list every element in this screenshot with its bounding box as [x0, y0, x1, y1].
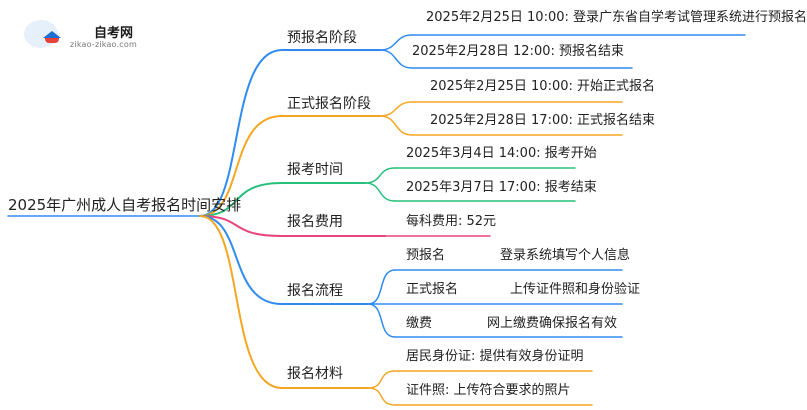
leaf-connector — [364, 167, 396, 184]
branch-label-pre-registration: 预报名阶段 — [287, 30, 357, 46]
branch-label-formal-registration: 正式报名阶段 — [287, 96, 371, 112]
branch-connector — [199, 215, 283, 237]
branch-label-fee: 报名费用 — [287, 214, 343, 230]
leaf-connector — [364, 182, 396, 202]
root-topic: 2025年广州成人自考报名时间安排 — [8, 196, 242, 214]
graduation-cap-icon — [24, 20, 61, 48]
leaf-connector — [367, 387, 396, 406]
leaf-material-photo: 证件照: 上传符合要求的照片 — [406, 383, 571, 398]
leaf-formal-registration-end: 2025年2月28日 17:00: 正式报名结束 — [430, 113, 656, 128]
mindmap-links — [7, 34, 746, 406]
leaf-connector — [367, 269, 396, 305]
leaf-connector — [379, 34, 413, 51]
process-step-detail: 网上缴费确保报名有效 — [487, 316, 618, 331]
leaf-pre-registration-end: 2025年2月28日 12:00: 预报名结束 — [412, 44, 625, 59]
branch-label-process: 报名流程 — [287, 283, 343, 299]
leaf-connector — [379, 49, 413, 69]
site-logo: 自考网 zikao-zikao.com — [14, 14, 184, 56]
branch-connector — [199, 215, 283, 305]
process-step-name: 正式报名 — [406, 282, 459, 297]
branch-label-materials: 报名材料 — [287, 366, 343, 382]
leaf-pre-registration-start: 2025年2月25日 10:00: 登录广东省自学考试管理系统进行预报名 — [426, 10, 807, 25]
process-step-detail: 登录系统填写个人信息 — [500, 248, 631, 263]
branch-connector — [199, 215, 283, 389]
mindmap-canvas: 自考网 zikao-zikao.com 2025年广州成人自考报名时间安排 预报… — [7, 11, 807, 406]
branch-connector — [199, 115, 283, 217]
leaf-fee-per-subject: 每科费用: 52元 — [406, 214, 497, 229]
leaf-connector — [379, 101, 413, 117]
branch-label-exam-enrollment: 报考时间 — [287, 162, 343, 178]
leaf-exam-enrollment-start: 2025年3月4日 14:00: 报考开始 — [406, 146, 597, 161]
leaf-connector — [367, 303, 396, 338]
process-step-detail: 上传证件照和身份验证 — [510, 282, 641, 297]
leaf-exam-enrollment-end: 2025年3月7日 17:00: 报考结束 — [406, 180, 597, 195]
logo-name: 自考网 — [94, 26, 134, 41]
leaf-material-id-card: 居民身份证: 提供有效身份证明 — [406, 349, 584, 364]
branch-connector — [199, 49, 283, 217]
logo-url: zikao-zikao.com — [70, 40, 137, 49]
process-step-name: 缴费 — [406, 316, 433, 331]
leaf-connector — [379, 115, 413, 136]
branch-connector — [199, 182, 283, 217]
process-step-name: 预报名 — [406, 248, 446, 263]
leaf-connector — [367, 370, 396, 389]
leaf-formal-registration-start: 2025年2月25日 10:00: 开始正式报名 — [430, 79, 656, 94]
